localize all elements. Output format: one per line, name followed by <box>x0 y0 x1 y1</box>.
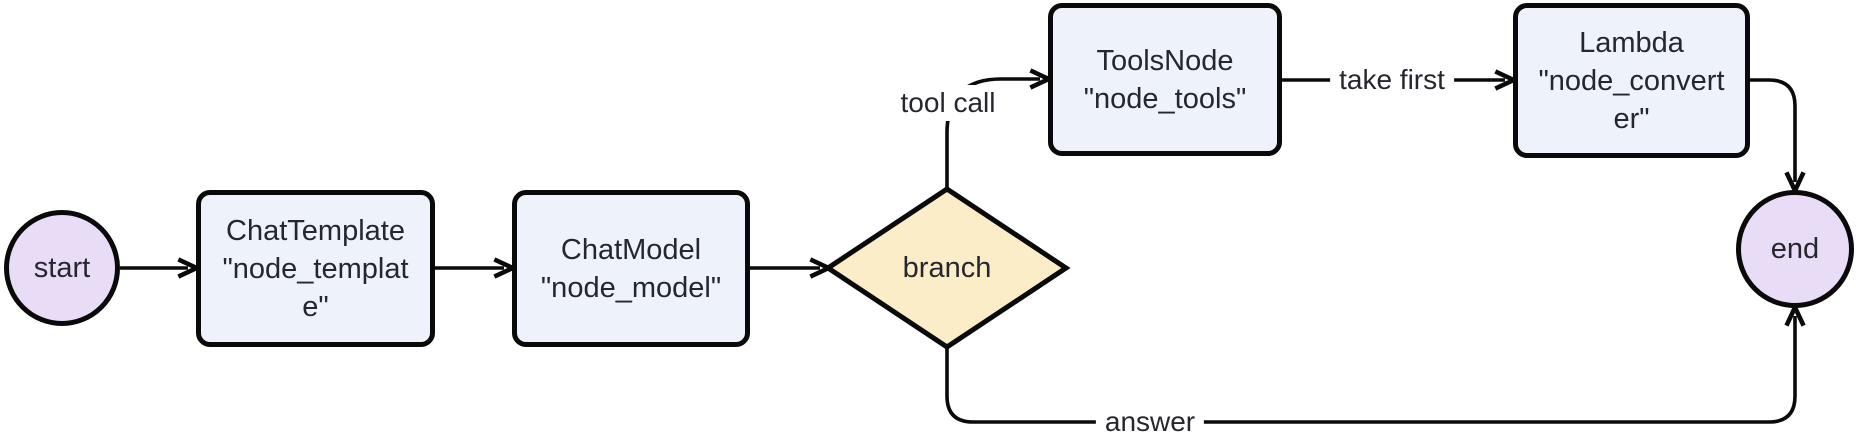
chat-model-node: ChatModel "node_model" <box>512 190 750 347</box>
start-node-label: start <box>33 252 91 284</box>
chat-template-node-title: ChatTemplate <box>226 214 405 247</box>
edge-lambda-to-end <box>1750 78 1795 182</box>
edge-label-answer: answer <box>1095 404 1205 440</box>
branch-decision-label: branch <box>902 252 992 284</box>
start-node: start <box>4 210 120 326</box>
tools-node-id: "node_tools" <box>1083 82 1247 115</box>
end-node: end <box>1736 190 1854 308</box>
chat-template-node-id-line2: e" <box>302 290 329 323</box>
lambda-node-id-line2: er" <box>1613 102 1650 135</box>
tools-node-title: ToolsNode <box>1096 44 1234 77</box>
chat-model-node-title: ChatModel <box>560 233 702 266</box>
edge-label-take-first: take first <box>1330 62 1454 98</box>
chat-template-node: ChatTemplate "node_templat e" <box>196 190 435 347</box>
branch-decision-node: branch <box>828 189 1066 347</box>
branch-decision-shape <box>823 185 1071 351</box>
edge-branch-to-end-answer <box>945 316 1795 424</box>
tools-node: ToolsNode "node_tools" <box>1048 3 1282 156</box>
edge-label-tool-call: tool call <box>891 85 1005 121</box>
lambda-node-title: Lambda <box>1579 26 1684 59</box>
lambda-converter-node: Lambda "node_convert er" <box>1513 3 1750 158</box>
chat-model-node-id: "node_model" <box>540 271 722 304</box>
lambda-node-id-line1: "node_convert <box>1538 64 1725 97</box>
chat-template-node-id-line1: "node_templat <box>222 252 409 285</box>
end-node-label: end <box>1770 233 1820 265</box>
